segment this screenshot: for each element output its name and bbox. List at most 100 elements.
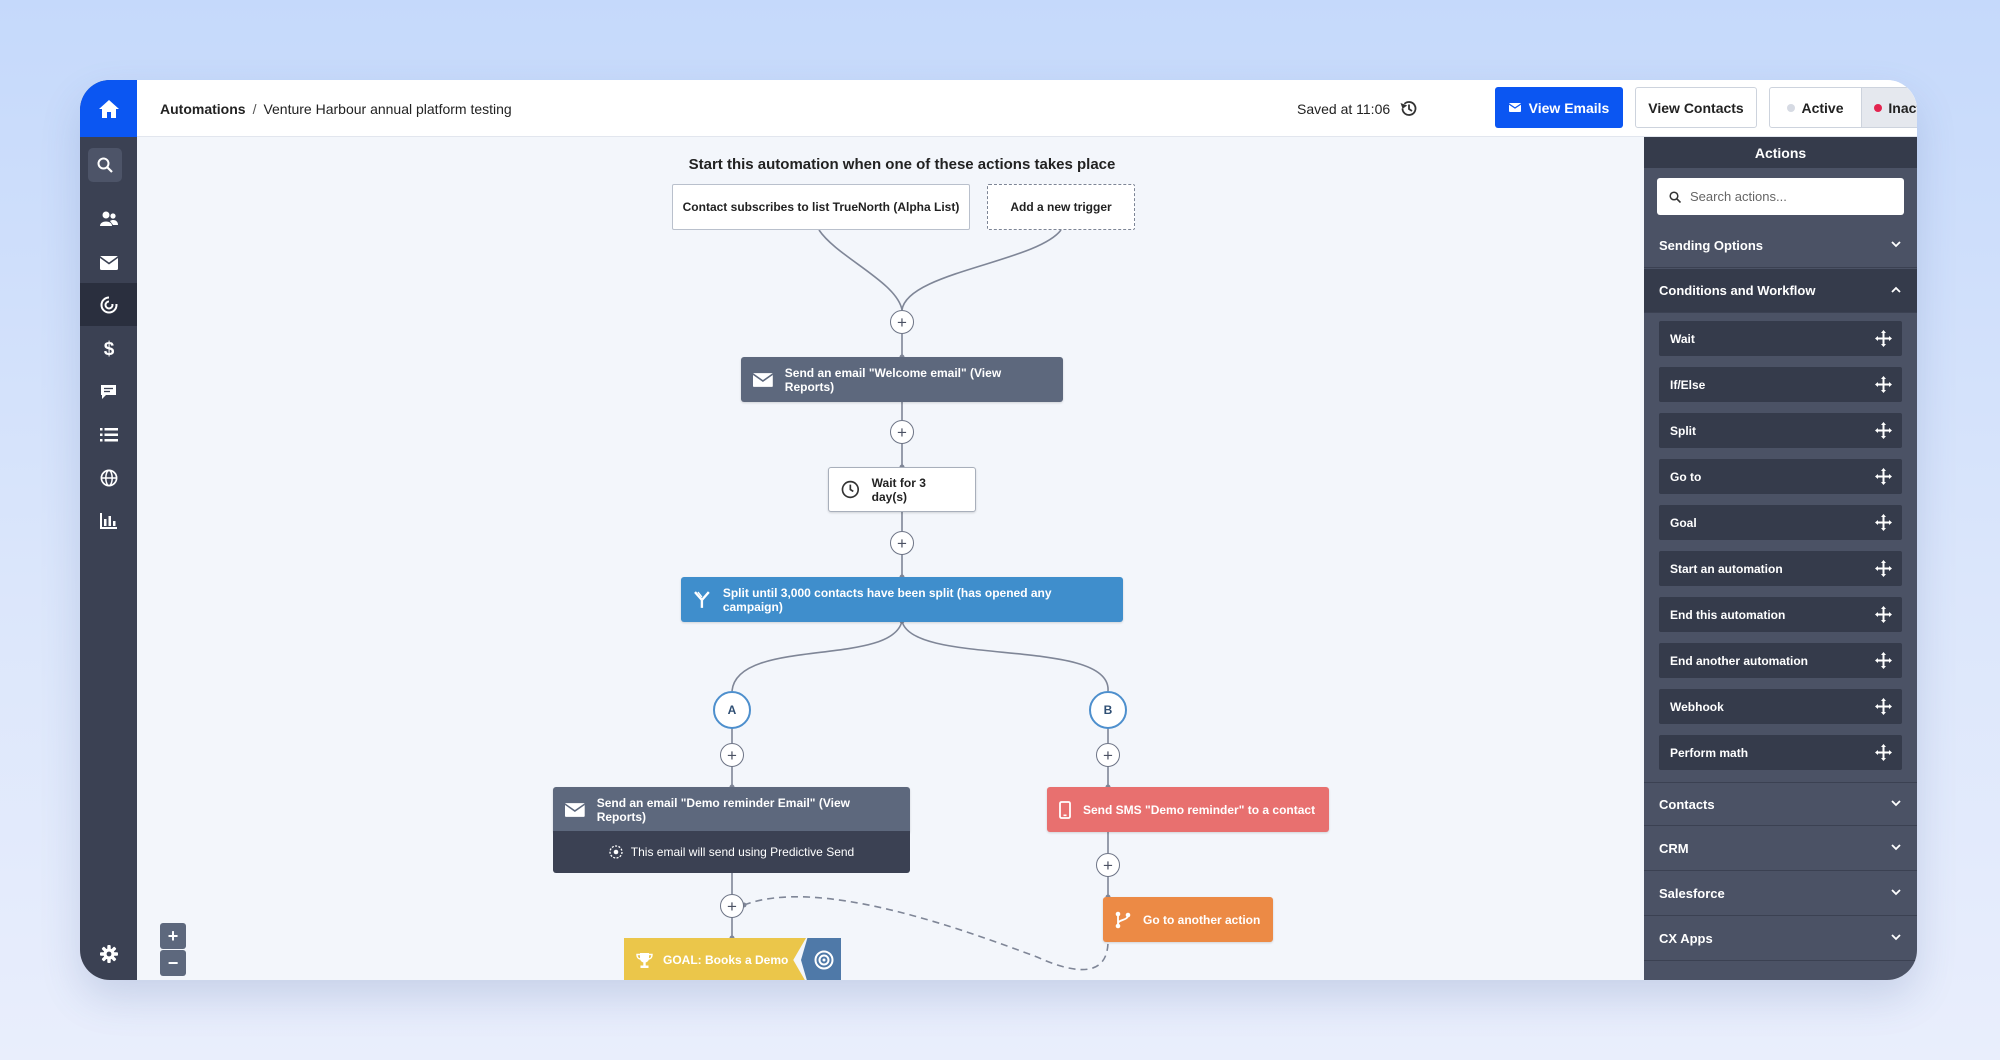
globe-icon — [100, 469, 117, 486]
section-crm[interactable]: CRM — [1644, 827, 1917, 871]
conversations-nav[interactable] — [80, 370, 137, 413]
zoom-in-button[interactable]: + — [160, 923, 186, 949]
wait-node[interactable]: Wait for 3 day(s) — [828, 467, 976, 512]
search-icon — [97, 157, 113, 173]
search-icon — [1669, 190, 1681, 203]
action-item-end-this-automation[interactable]: End this automation — [1659, 597, 1902, 632]
section-cx-apps[interactable]: CX Apps — [1644, 917, 1917, 961]
goto-node[interactable]: Go to another action — [1103, 897, 1273, 942]
action-item-go-to[interactable]: Go to — [1659, 459, 1902, 494]
section-contacts[interactable]: Contacts — [1644, 782, 1917, 826]
goal-node[interactable]: GOAL: Books a Demo — [624, 938, 806, 980]
lists-nav[interactable] — [80, 413, 137, 456]
sms-node[interactable]: Send SMS "Demo reminder" to a contact — [1047, 787, 1329, 832]
section-conditions-workflow[interactable]: Conditions and Workflow — [1644, 269, 1917, 313]
actions-panel-title: Actions — [1644, 137, 1917, 168]
drag-icon[interactable] — [1875, 376, 1892, 393]
contacts-icon — [99, 211, 118, 226]
add-step-button[interactable]: + — [720, 743, 744, 767]
drag-icon[interactable] — [1875, 560, 1892, 577]
action-item-label: If/Else — [1670, 377, 1706, 392]
chevron-down-icon — [1891, 889, 1901, 896]
actions-search-input[interactable] — [1690, 189, 1890, 204]
action-item-start-automation[interactable]: Start an automation — [1659, 551, 1902, 586]
campaigns-nav[interactable] — [80, 241, 137, 284]
breadcrumb-current: Venture Harbour annual platform testing — [263, 100, 512, 117]
split-node-label: Split until 3,000 contacts have been spl… — [722, 585, 1052, 614]
drag-icon[interactable] — [1875, 330, 1892, 347]
action-item-end-another-automation[interactable]: End another automation — [1659, 643, 1902, 678]
search-button[interactable] — [88, 148, 122, 182]
add-step-button[interactable]: + — [890, 310, 914, 334]
chevron-down-icon — [1891, 844, 1901, 851]
section-sending-options[interactable]: Sending Options — [1644, 224, 1917, 268]
automation-canvas[interactable]: Start this automation when one of these … — [137, 137, 1644, 980]
status-inactive-option[interactable]: Inactive — [1861, 88, 1917, 127]
status-active-label: Active — [1801, 99, 1844, 116]
gear-icon — [99, 944, 118, 963]
action-item-webhook[interactable]: Webhook — [1659, 689, 1902, 724]
website-nav[interactable] — [80, 456, 137, 499]
deals-nav[interactable]: $ — [80, 327, 137, 370]
status-toggle: Active Inactive — [1769, 87, 1917, 128]
zoom-out-button[interactable]: − — [160, 950, 186, 976]
status-active-option[interactable]: Active — [1770, 88, 1861, 127]
goal-target-button[interactable] — [801, 938, 841, 980]
drag-icon[interactable] — [1875, 652, 1892, 669]
action-item-label: Start an automation — [1670, 561, 1783, 576]
email-node-label: Send an email "Demo reminder Email" (Vie… — [596, 795, 850, 824]
drag-icon[interactable] — [1875, 698, 1892, 715]
branch-a[interactable]: A — [713, 691, 751, 729]
drag-icon[interactable] — [1875, 468, 1892, 485]
home-button[interactable] — [80, 80, 137, 137]
split-node[interactable]: Split until 3,000 contacts have been spl… — [681, 577, 1123, 622]
branch-b[interactable]: B — [1089, 691, 1127, 729]
predictive-send-note: This email will send using Predictive Se… — [553, 831, 910, 873]
action-item-perform-math[interactable]: Perform math — [1659, 735, 1902, 770]
trophy-icon — [636, 952, 653, 968]
actions-panel: Actions Sending Options Conditions and W… — [1644, 137, 1917, 980]
top-header: Automations / Venture Harbour annual pla… — [137, 80, 1917, 137]
breadcrumb-separator: / — [252, 100, 257, 117]
action-item-if-else[interactable]: If/Else — [1659, 367, 1902, 402]
automations-nav[interactable] — [80, 283, 137, 326]
section-salesforce[interactable]: Salesforce — [1644, 872, 1917, 916]
contacts-nav[interactable] — [80, 197, 137, 240]
email-node-demo-reminder[interactable]: Send an email "Demo reminder Email" (Vie… — [553, 787, 910, 832]
action-item-goal[interactable]: Goal — [1659, 505, 1902, 540]
wait-node-label: Wait for 3 day(s) — [871, 475, 926, 504]
svg-text:$: $ — [103, 339, 114, 359]
add-trigger-button[interactable]: Add a new trigger — [987, 184, 1135, 230]
drag-icon[interactable] — [1875, 606, 1892, 623]
history-icon[interactable] — [1399, 99, 1418, 118]
target-icon — [814, 950, 834, 970]
add-step-button[interactable]: + — [890, 420, 914, 444]
action-item-split[interactable]: Split — [1659, 413, 1902, 448]
chevron-down-icon — [1891, 934, 1901, 941]
reports-nav[interactable] — [80, 499, 137, 542]
drag-icon[interactable] — [1875, 422, 1892, 439]
drag-icon[interactable] — [1875, 514, 1892, 531]
breadcrumb: Automations / Venture Harbour annual pla… — [160, 80, 512, 137]
goto-node-label: Go to another action — [1143, 912, 1261, 927]
view-contacts-button[interactable]: View Contacts — [1635, 87, 1757, 128]
settings-nav[interactable] — [80, 932, 137, 975]
drag-icon[interactable] — [1875, 744, 1892, 761]
email-node-welcome[interactable]: Send an email "Welcome email" (View Repo… — [741, 357, 1063, 402]
saved-status: Saved at 11:06 — [1297, 100, 1391, 117]
section-label: Conditions and Workflow — [1659, 283, 1816, 298]
add-step-button[interactable]: + — [1096, 743, 1120, 767]
action-item-wait[interactable]: Wait — [1659, 321, 1902, 356]
action-item-label: Split — [1670, 423, 1696, 438]
status-inactive-label: Inactive — [1888, 99, 1917, 116]
trigger-list-subscribe[interactable]: Contact subscribes to list TrueNorth (Al… — [672, 184, 970, 230]
breadcrumb-root[interactable]: Automations — [160, 100, 246, 117]
add-step-button[interactable]: + — [1096, 853, 1120, 877]
view-emails-button[interactable]: View Emails — [1495, 87, 1623, 128]
section-label: Sending Options — [1659, 238, 1763, 253]
actions-search — [1657, 178, 1904, 215]
add-step-button[interactable]: + — [890, 531, 914, 555]
action-item-label: Goal — [1670, 515, 1697, 530]
add-step-button[interactable]: + — [720, 894, 744, 918]
goto-icon — [1115, 911, 1131, 928]
